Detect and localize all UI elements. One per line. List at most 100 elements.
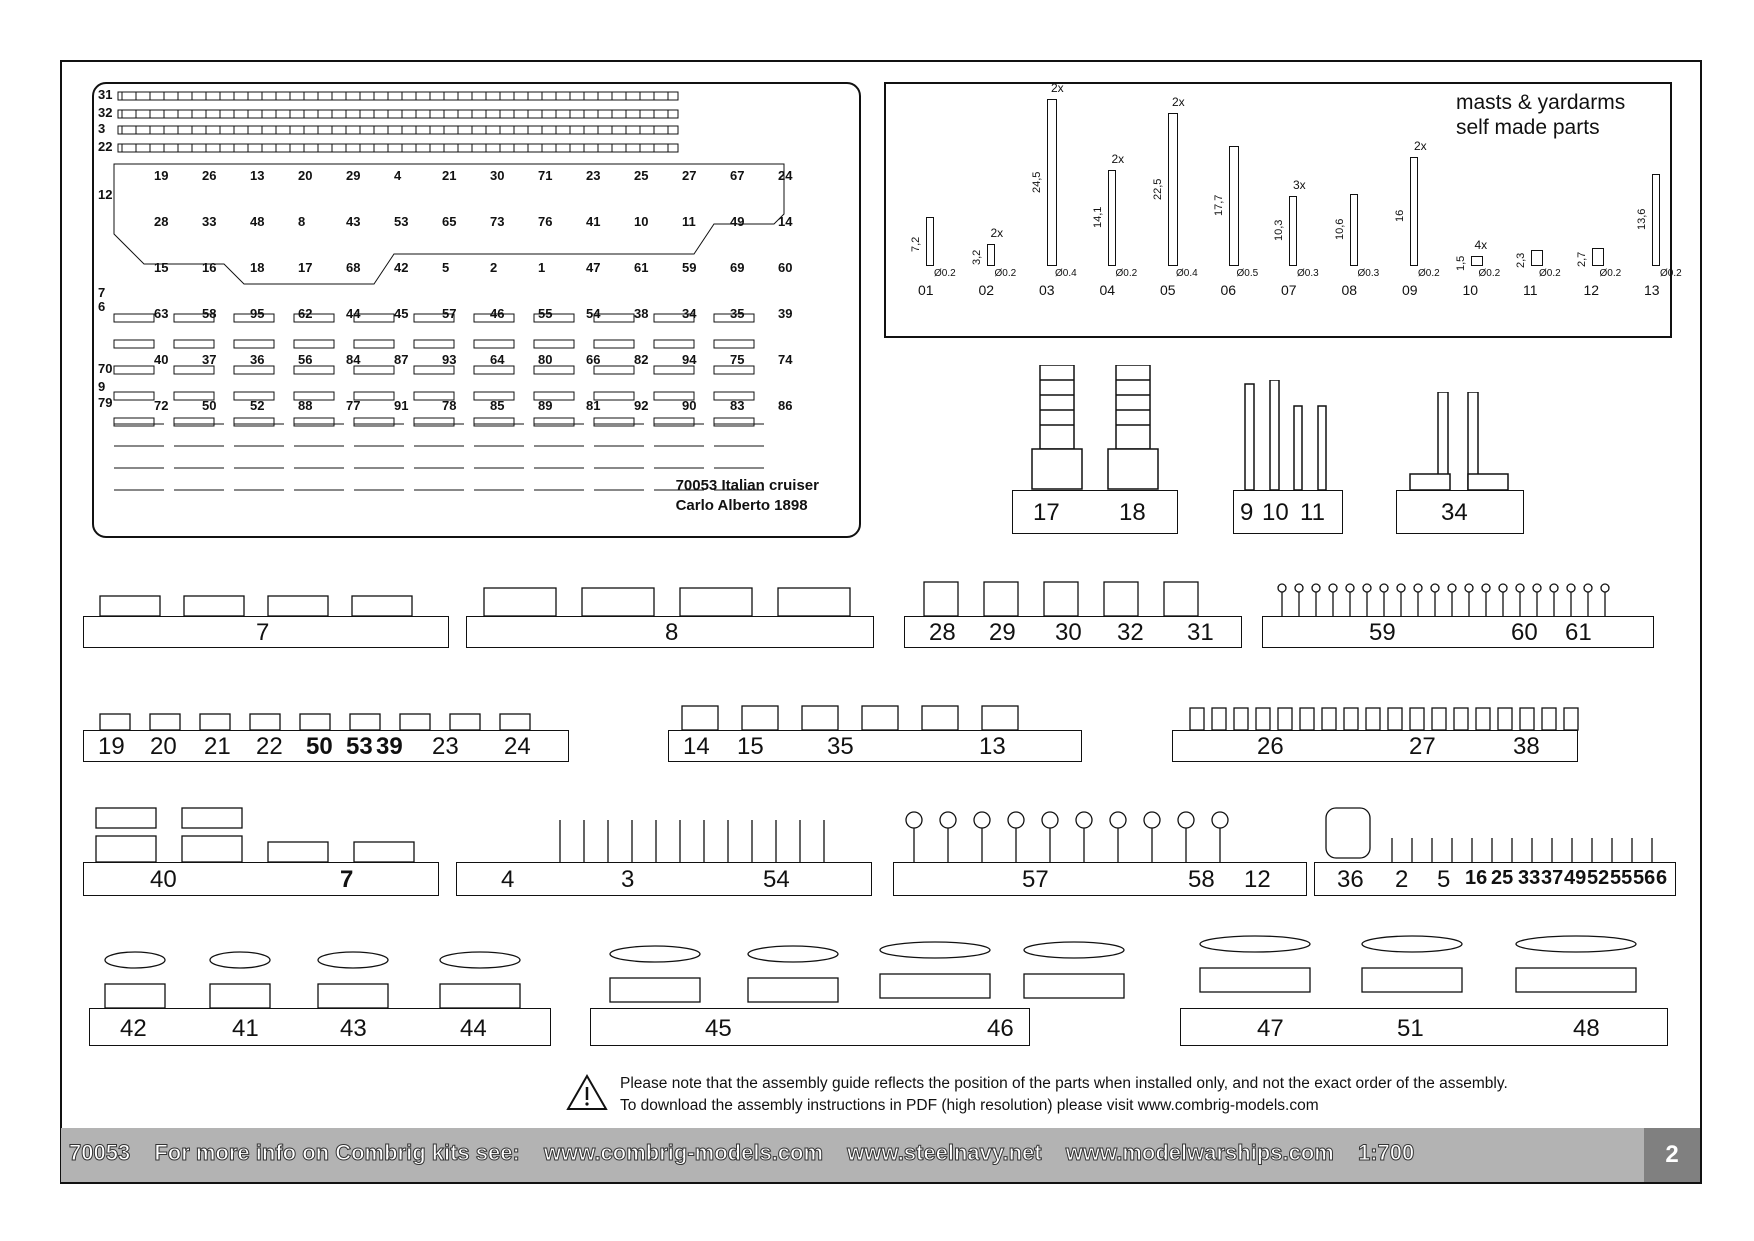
label-41: 41 (232, 1015, 259, 1042)
label-44: 44 (460, 1015, 487, 1042)
pe-part-label: 33 (202, 214, 216, 229)
pe-part-label: 23 (586, 168, 600, 183)
label-27: 27 (1409, 733, 1436, 760)
base-funnels-17-18: 17 18 (1012, 490, 1178, 534)
mast-number: 13 (1644, 282, 1660, 298)
pe-part-label: 14 (778, 214, 793, 229)
pe-part-label: 71 (538, 168, 552, 183)
base-row3-4-54: 4 3 54 (456, 862, 872, 896)
pe-part-label: 50 (202, 398, 216, 413)
pe-part-label: 52 (250, 398, 264, 413)
label-20: 20 (150, 733, 177, 760)
mast-number: 05 (1160, 282, 1176, 298)
pe-part-label: 45 (394, 306, 408, 321)
pe-part-label: 61 (634, 260, 648, 275)
pe-part-label: 2 (490, 260, 497, 275)
footer-link-combrig[interactable]: www.combrig-models.com (543, 1140, 824, 1166)
pe-part-label: 49 (730, 214, 744, 229)
mast-length: 2,3 (1515, 252, 1527, 269)
label-25: 25 (1491, 867, 1514, 889)
mast-number: 02 (978, 282, 995, 298)
pe-caption-line1: 70053 Italian cruiser (675, 477, 819, 494)
pe-part-label: 68 (346, 260, 360, 275)
pe-part-label: 41 (586, 214, 600, 229)
pe-part-label: 29 (346, 168, 360, 183)
pe-part-label: 95 (250, 306, 264, 321)
mast-length: 24,5 (1031, 171, 1043, 193)
pe-part-label: 42 (394, 260, 408, 275)
pe-part-label: 64 (490, 352, 505, 367)
label-61: 61 (1565, 619, 1592, 646)
mast-length: 14,1 (1091, 206, 1104, 229)
label-57: 57 (1022, 866, 1049, 893)
label-42: 42 (120, 1015, 147, 1042)
mast-number: 03 (1039, 282, 1055, 298)
base-row2-26-38: 26 27 38 (1172, 730, 1578, 762)
page-number: 2 (1644, 1128, 1700, 1182)
pe-part-label: 44 (346, 306, 361, 321)
label-39: 39 (376, 733, 403, 760)
footer-scale: 1:700 (1357, 1140, 1415, 1166)
mast-multiplier: 3x (1293, 177, 1306, 192)
pe-part-label: 73 (490, 214, 504, 229)
pe-part-label: 88 (298, 398, 312, 413)
pe-part-label: 57 (442, 306, 456, 321)
mast-diameter: Ø0.4 (1176, 268, 1198, 279)
pe-part-label: 69 (730, 260, 744, 275)
pe-part-label: 86 (778, 398, 792, 413)
label-23: 23 (432, 733, 459, 760)
pe-part-label: 21 (442, 168, 456, 183)
pe-part-label: 37 (202, 352, 216, 367)
mast-rod (1410, 157, 1418, 266)
pe-part-label: 82 (634, 352, 648, 367)
part-34-drawing (1406, 391, 1516, 497)
mast-rod (1168, 113, 1178, 266)
base-row2-14-13: 14 15 35 13 (668, 730, 1082, 762)
mast-length: 16 (1394, 209, 1406, 222)
pe-part-label: 27 (682, 168, 696, 183)
mast-rod (1228, 145, 1239, 266)
label-59: 59 (1369, 619, 1396, 646)
mast-diameter: Ø0.3 (1357, 268, 1380, 279)
pe-left-label: 3 (98, 121, 105, 136)
pe-part-label: 62 (298, 306, 312, 321)
label-21: 21 (204, 733, 231, 760)
mast-rod (1107, 170, 1116, 266)
pe-part-label: 90 (682, 398, 696, 413)
base-row1-8: 8 (466, 616, 874, 648)
label-12: 12 (1244, 866, 1271, 893)
mast-diameter: Ø0.2 (1599, 268, 1622, 279)
pe-part-label: 34 (682, 306, 697, 321)
pe-left-label: 79 (98, 395, 112, 410)
mast-rod (1047, 99, 1057, 266)
masts-title-line1: masts & yardarms (1456, 91, 1626, 114)
mast-length: 7,2 (910, 236, 922, 252)
label-31: 31 (1187, 619, 1214, 646)
label-35: 35 (827, 733, 854, 760)
pe-part-label: 78 (442, 398, 456, 413)
pe-part-label: 77 (346, 398, 360, 413)
mast-diameter: Ø0.2 (1418, 268, 1440, 279)
base-funnels-9-10-11: 9 10 11 (1233, 490, 1343, 534)
pe-part-label: 76 (538, 214, 552, 229)
pe-part-label: 48 (250, 214, 264, 229)
label-7b: 7 (340, 866, 354, 893)
mast-length: 2,7 (1575, 251, 1588, 267)
mast-number: 10 (1462, 282, 1479, 298)
pe-part-label: 74 (778, 352, 793, 367)
base-row3-57-12: 57 58 12 (893, 862, 1307, 896)
note-line1: Please note that the assembly guide refl… (620, 1075, 1508, 1092)
label-5: 5 (1437, 866, 1451, 893)
mast-diameter: Ø0.2 (934, 268, 956, 279)
masts-9-10-11-drawing (1240, 379, 1340, 497)
label-2: 2 (1395, 866, 1409, 893)
mast-multiplier: 2x (1051, 81, 1064, 96)
pe-part-label: 36 (250, 352, 264, 367)
base-row4-45-46: 45 46 (590, 1008, 1030, 1046)
label-60: 60 (1511, 619, 1538, 646)
footer-link-modelwarships[interactable]: www.modelwarships.com (1065, 1140, 1334, 1166)
footer-link-steelnavy[interactable]: www.steelnavy.net (847, 1140, 1042, 1166)
footer-bar: 70053 For more info on Combrig kits see:… (61, 1128, 1700, 1182)
mast-length: 3,2 (970, 249, 983, 266)
